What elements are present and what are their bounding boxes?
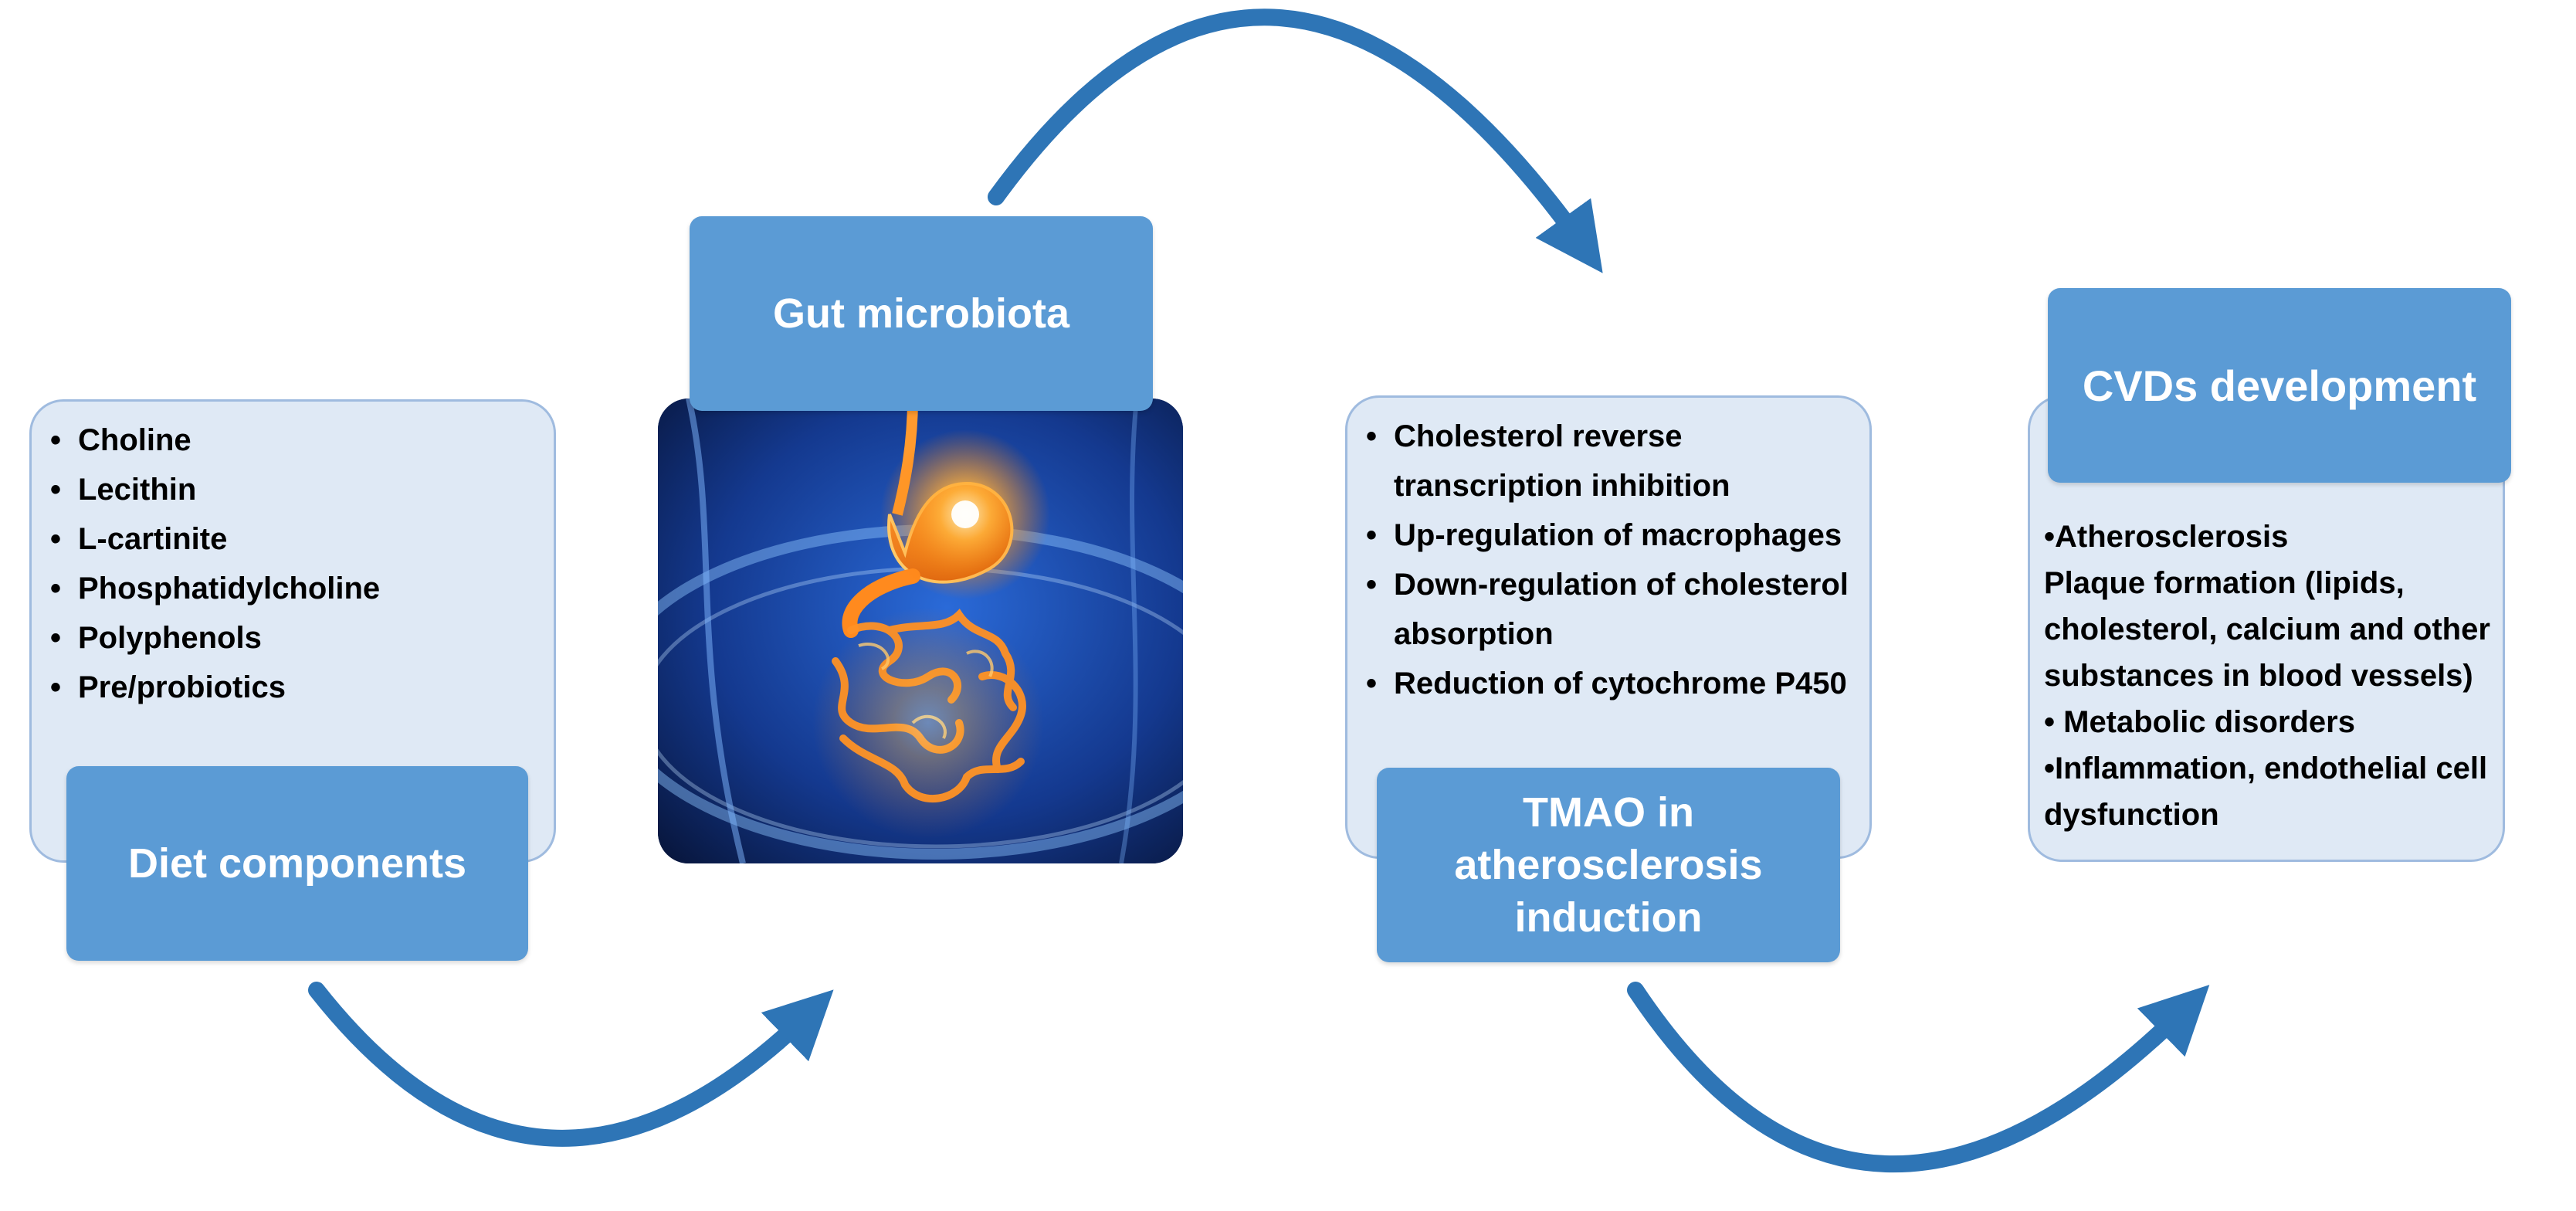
tmao-title: TMAO in atherosclerosis induction: [1377, 768, 1840, 962]
cvd-title: CVDs development: [2048, 288, 2511, 483]
gut-illustration-icon: [658, 399, 1183, 863]
diet-item: Polyphenols: [50, 613, 380, 663]
cvd-line: • Metabolic disorders: [2044, 705, 2355, 739]
cvd-text: •Atherosclerosis Plaque formation (lipid…: [2044, 514, 2492, 838]
cvd-line: Plaque formation (lipids, cholesterol, c…: [2044, 566, 2490, 693]
diet-item: Lecithin: [50, 465, 380, 514]
diet-item: Phosphatidylcholine: [50, 564, 380, 613]
arrow-gut-to-tmao: [988, 8, 1603, 273]
tmao-item: Down-regulation of cholesterol absorptio…: [1366, 560, 1852, 659]
diet-title: Diet components: [66, 766, 528, 961]
cvd-line: •Inflammation, endothelial cell dysfunct…: [2044, 751, 2488, 832]
tmao-item: Cholesterol reverse transcription inhibi…: [1366, 412, 1852, 511]
arrow-diet-to-gut: [308, 982, 834, 1147]
gut-image: [658, 399, 1183, 863]
cvd-line: •Atherosclerosis: [2044, 520, 2289, 554]
tmao-list: Cholesterol reverse transcription inhibi…: [1366, 412, 1852, 708]
diet-item: L-cartinite: [50, 514, 380, 564]
tmao-item: Reduction of cytochrome P450: [1366, 659, 1852, 708]
diet-item: Pre/probiotics: [50, 663, 380, 712]
tmao-item: Up-regulation of macrophages: [1366, 511, 1852, 560]
gut-title: Gut microbiota: [690, 216, 1153, 411]
arrow-tmao-to-cvd: [1627, 982, 2210, 1172]
diet-list: Choline Lecithin L-cartinite Phosphatidy…: [50, 416, 380, 712]
diet-item: Choline: [50, 416, 380, 465]
